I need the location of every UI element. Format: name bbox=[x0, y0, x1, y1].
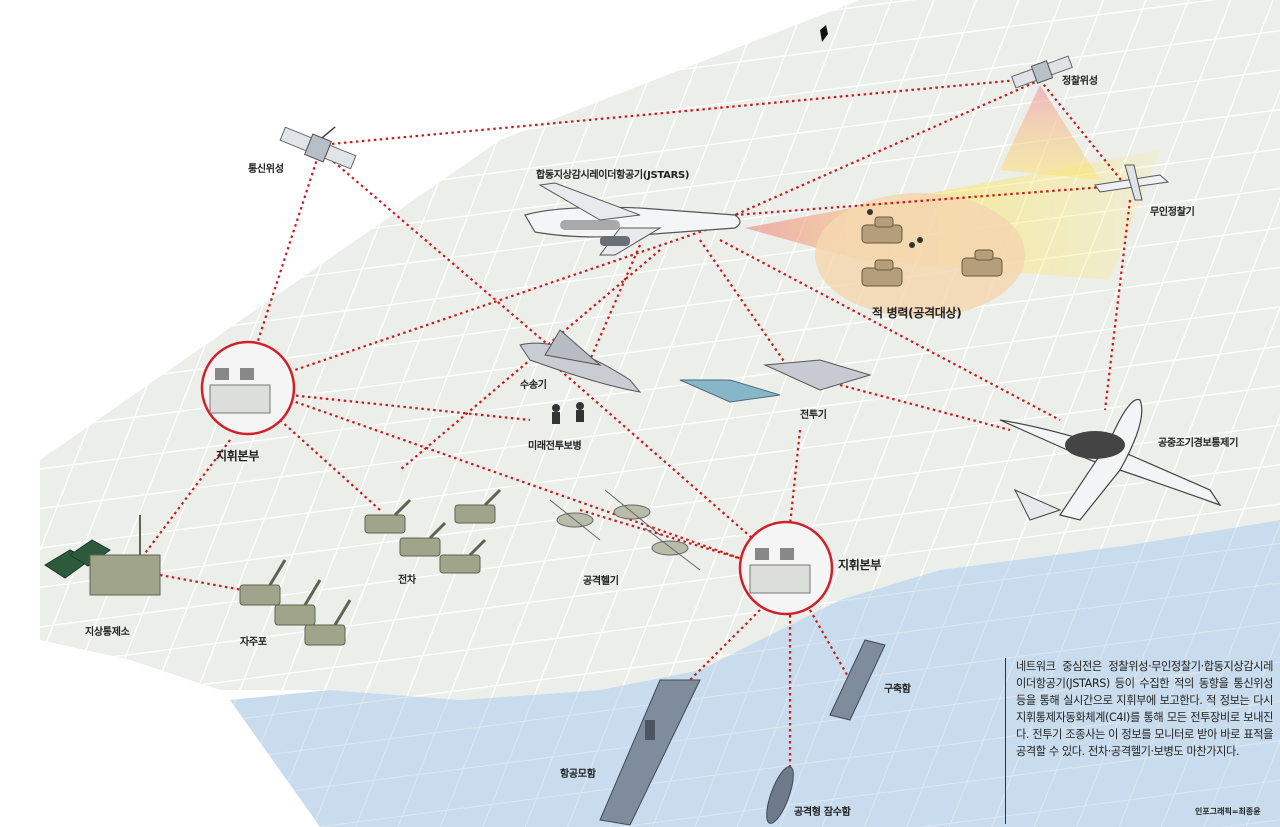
future-soldier-label: 미래전투보병 bbox=[528, 441, 582, 452]
hq-left-icon bbox=[200, 340, 296, 436]
awacs-aircraft-icon bbox=[999, 398, 1222, 521]
network-links bbox=[139, 76, 1132, 770]
jstars-aircraft-icon bbox=[524, 182, 741, 256]
uav-icon bbox=[1094, 164, 1170, 201]
fighter-label: 전투기 bbox=[800, 410, 827, 421]
fighter-jets-icon bbox=[679, 359, 872, 403]
friendly-tanks-icon bbox=[364, 488, 502, 574]
jstars-label: 합동지상감시레이더항공기(JSTARS) bbox=[536, 170, 690, 181]
recon-satellite-beam bbox=[1000, 85, 1100, 180]
comm-satellite-label: 통신위성 bbox=[248, 164, 284, 175]
caption-text: 네트워크 중심전은 정찰위성·무인정찰기·합동지상감시레이더항공기(JSTARS… bbox=[1005, 658, 1273, 824]
submarine-icon bbox=[766, 766, 794, 824]
sea-area bbox=[230, 520, 1280, 827]
ground-station-icon bbox=[44, 515, 161, 596]
enemy-soldiers-icon bbox=[867, 209, 923, 248]
tank-label: 전차 bbox=[398, 575, 416, 586]
hq-right-icon bbox=[738, 520, 834, 616]
comm-satellite-icon bbox=[279, 126, 357, 170]
recon-satellite-label: 정찰위성 bbox=[1062, 76, 1098, 87]
enemy-forces-label: 적 병력(공격대상) bbox=[872, 306, 962, 320]
recon-satellite-icon bbox=[1011, 55, 1073, 89]
uav-label: 무인정찰기 bbox=[1150, 207, 1195, 218]
transport-label: 수송기 bbox=[520, 380, 547, 391]
aircraft-carrier-icon bbox=[599, 679, 701, 826]
ground-station-label: 지상통제소 bbox=[85, 627, 130, 638]
island-marker bbox=[820, 25, 828, 42]
destroyer-label: 구축함 bbox=[884, 684, 911, 695]
sp-artillery-label: 자주포 bbox=[240, 637, 267, 648]
hq-left-label: 지휘본부 bbox=[216, 449, 259, 463]
future-soldiers-icon bbox=[552, 402, 584, 424]
transport-aircraft-icon bbox=[519, 329, 642, 393]
hq-right-label: 지휘본부 bbox=[838, 558, 881, 572]
enemy-tanks-icon bbox=[861, 216, 1003, 287]
sp-artillery-icon bbox=[239, 559, 352, 646]
carrier-label: 항공모함 bbox=[560, 769, 596, 780]
credit-text: 인포그래픽=최종윤 bbox=[1195, 807, 1261, 816]
submarine-label: 공격형 잠수함 bbox=[794, 807, 851, 818]
awacs-label: 공중조기경보통제기 bbox=[1158, 438, 1239, 449]
attack-helicopters-icon bbox=[549, 489, 701, 571]
attack-heli-label: 공격헬기 bbox=[583, 576, 619, 587]
destroyer-icon bbox=[829, 639, 886, 721]
ground-plane bbox=[40, 0, 1280, 700]
